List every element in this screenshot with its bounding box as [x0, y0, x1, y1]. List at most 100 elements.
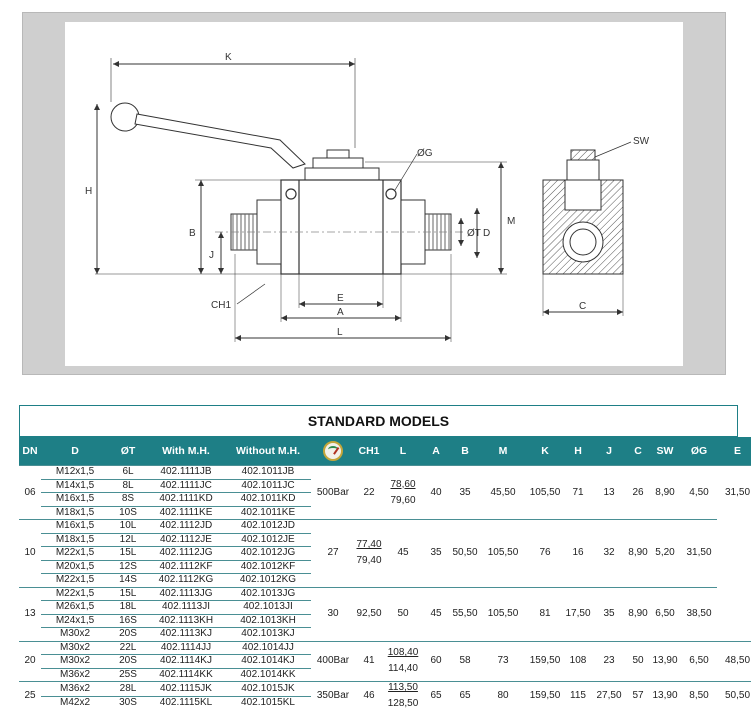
cell-m: 50,50: [449, 520, 481, 588]
cell-t: 25S: [109, 668, 147, 682]
cell-d: M12x1,5: [41, 466, 109, 480]
cell-ch1: 22: [355, 466, 383, 520]
l-value-top: 113,50: [383, 682, 423, 694]
pressure-gauge-icon: [323, 441, 343, 461]
cell-c: 32: [591, 520, 627, 588]
cell-a: 50: [383, 587, 423, 641]
cell-m: 80: [481, 682, 525, 710]
cell-b: 45: [423, 587, 449, 641]
cell-pressure: 500Bar: [311, 466, 355, 520]
cell-g: 8,50: [681, 682, 717, 710]
dim-d-label: D: [483, 228, 490, 239]
cell-t: 8S: [109, 493, 147, 507]
col-pressure: [311, 437, 355, 466]
cell-g: 5,20: [649, 520, 681, 588]
cell-k: 159,50: [525, 682, 565, 710]
cell-sw: 8,90: [627, 587, 649, 641]
cell-without: 402.1011KD: [225, 493, 311, 507]
cell-g: 4,50: [681, 466, 717, 520]
dim-b-label: B: [189, 228, 196, 239]
cell-without: 402.1012KG: [225, 574, 311, 588]
cell-c: 50: [627, 641, 649, 682]
cell-with: 402.1112JE: [147, 533, 225, 547]
cell-t: 12S: [109, 560, 147, 574]
cell-with: 402.1111KD: [147, 493, 225, 507]
cell-b: 65: [449, 682, 481, 710]
cell-m: 73: [481, 641, 525, 682]
cell-k: 105,50: [481, 587, 525, 641]
cell-t: 14S: [109, 574, 147, 588]
cell-d: M22x1,5: [41, 587, 109, 601]
cell-a: 65: [423, 682, 449, 710]
cell-k: 105,50: [525, 466, 565, 520]
cell-d: M42x2: [41, 696, 109, 710]
cell-j: 23: [591, 641, 627, 682]
cell-t: 8L: [109, 479, 147, 493]
cell-sw: 13,90: [649, 641, 681, 682]
col-dn: DN: [19, 437, 41, 466]
dim-sw-label: SW: [633, 136, 650, 147]
col-g: ØG: [681, 437, 717, 466]
cell-k: 105,50: [481, 520, 525, 588]
cell-without: 402.1012JD: [225, 520, 311, 534]
cell-j: 13: [591, 466, 627, 520]
l-value-top: 108,40: [383, 647, 423, 659]
cell-without: 402.1013JI: [225, 601, 311, 615]
cell-t: 12L: [109, 533, 147, 547]
col-k: K: [525, 437, 565, 466]
col-ch1: CH1: [355, 437, 383, 466]
cell-sw: 8,90: [627, 520, 649, 588]
cell-without: 402.1014KJ: [225, 655, 311, 669]
cell-without: 402.1014KK: [225, 668, 311, 682]
cell-ch1: 41: [355, 641, 383, 682]
cell-m: 45,50: [481, 466, 525, 520]
cell-c: 26: [627, 466, 649, 520]
l-value-bottom: 114,40: [383, 663, 423, 675]
cell-e: 50,50: [717, 682, 751, 710]
cell-j: 27,50: [591, 682, 627, 710]
cell-t: 10S: [109, 506, 147, 520]
cell-l: 92,50: [355, 587, 383, 641]
valve-side-view: [543, 150, 623, 274]
dim-l-label: L: [337, 327, 343, 338]
dim-a-label: A: [337, 307, 344, 318]
cell-e: 31,50: [681, 520, 717, 588]
cell-ch1: 27: [311, 520, 355, 588]
cell-dn: 20: [19, 641, 41, 682]
cell-b: 58: [449, 641, 481, 682]
cell-t: 22L: [109, 641, 147, 655]
cell-c: 57: [627, 682, 649, 710]
cell-with: 402.1111KE: [147, 506, 225, 520]
technical-drawing-frame: K H B J CH1 E A L: [22, 12, 726, 375]
col-b: B: [449, 437, 481, 466]
cell-d: M22x1,5: [41, 574, 109, 588]
cell-h: 76: [525, 520, 565, 588]
cell-without: 402.1015KL: [225, 696, 311, 710]
cell-dn: 25: [19, 682, 41, 710]
cell-j: 16: [565, 520, 591, 588]
cell-with: 402.1113KH: [147, 614, 225, 628]
table-header-row: DN D ØT With M.H. Without M.H. CH1 L A B…: [19, 437, 751, 466]
cell-with: 402.1114JJ: [147, 641, 225, 655]
cell-d: M14x1,5: [41, 479, 109, 493]
cell-d: M30x2: [41, 641, 109, 655]
cell-d: M18x1,5: [41, 506, 109, 520]
dim-c-label: C: [579, 301, 586, 312]
cell-t: 16S: [109, 614, 147, 628]
cell-without: 402.1013JG: [225, 587, 311, 601]
cell-h: 108: [565, 641, 591, 682]
col-h: H: [565, 437, 591, 466]
cell-d: M36x2: [41, 682, 109, 697]
cell-h: 81: [525, 587, 565, 641]
col-t: ØT: [109, 437, 147, 466]
cell-d: M16x1,5: [41, 520, 109, 534]
dim-ch1-label: CH1: [211, 300, 231, 311]
cell-with: 402.1113JG: [147, 587, 225, 601]
